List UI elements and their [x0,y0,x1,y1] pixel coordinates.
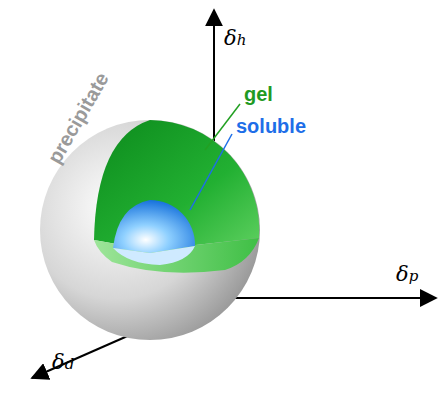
soluble-leader-line [190,134,232,210]
soluble-core [113,200,195,253]
dp-axis [214,297,436,299]
axis-label: δp [396,264,418,285]
gel-leader-line [205,104,240,150]
region-label: soluble [236,116,306,136]
precipitate-sphere [40,120,260,340]
axis-label: δd [52,352,74,373]
axes [32,10,436,378]
axis-label: δh [224,28,246,49]
soluble-cut-floor [113,246,195,265]
region-label: gel [244,84,273,104]
